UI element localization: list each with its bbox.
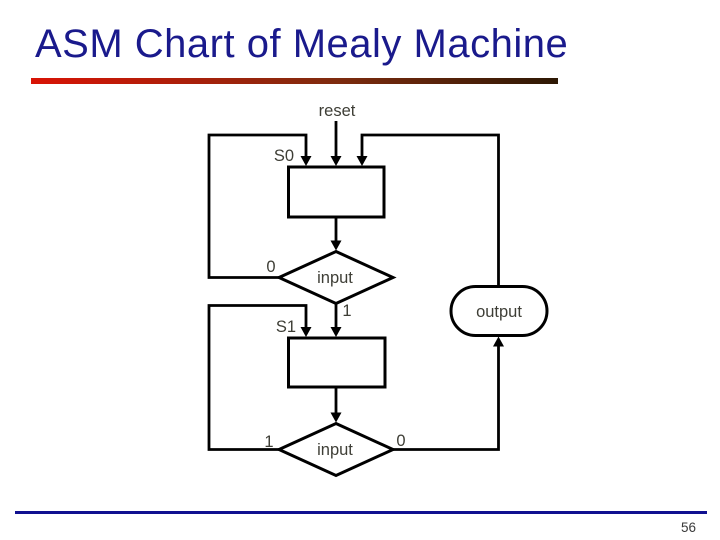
decision1-label: input — [317, 269, 353, 287]
decision2-to-output-connector — [393, 345, 500, 451]
decision1-branch0-label: 0 — [266, 258, 275, 276]
output-oval — [449, 285, 549, 337]
decision2-branch0-label: 0 — [396, 432, 405, 450]
state-label-s0: S0 — [274, 147, 294, 165]
decision-diamond-1 — [275, 249, 397, 306]
decision2-branch1-label: 1 — [264, 433, 273, 451]
state-box-s0 — [287, 165, 386, 219]
state-box-s1 — [287, 336, 387, 389]
output-label: output — [476, 303, 522, 321]
s1-selfloop-connector — [207, 304, 308, 451]
flowchart-labels: reset S0 0 input 1 S1 output 1 input 0 — [264, 102, 522, 459]
output-to-s0-connector — [360, 133, 500, 287]
arrowheads — [300, 156, 504, 423]
arrowhead — [330, 240, 342, 251]
reset-label: reset — [319, 102, 356, 120]
arrowhead — [300, 156, 312, 166]
arrowhead — [493, 336, 504, 347]
s0-selfloop-connector — [207, 133, 308, 279]
decision-diamond-2 — [275, 421, 397, 478]
flowchart-shapes — [275, 165, 549, 478]
footer-divider — [15, 511, 707, 514]
state-label-s1: S1 — [276, 318, 296, 336]
slide-title: ASM Chart of Mealy Machine — [35, 22, 569, 66]
title-accent-bar — [31, 78, 558, 84]
decision1-branch1-label: 1 — [342, 302, 351, 320]
arrowhead — [356, 156, 368, 166]
arrowhead — [330, 327, 342, 337]
decision2-label: input — [317, 441, 353, 459]
connectors — [207, 121, 500, 451]
arrowhead — [300, 327, 312, 337]
arrowhead — [330, 156, 342, 166]
arrowhead — [330, 412, 342, 423]
page-number: 56 — [680, 520, 696, 535]
